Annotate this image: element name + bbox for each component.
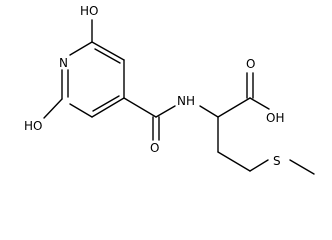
molecule-diagram: HO N HO O NH O OH S [24, 4, 315, 175]
atom-label-n-ring: N [59, 56, 68, 70]
atom-label-oh-top: HO [80, 4, 98, 18]
bond-n-c2 [69, 41, 93, 56]
bond-c4-c5 [91, 97, 125, 118]
bond-c2-c3 [91, 41, 125, 61]
bond-c5-c6 [69, 103, 93, 118]
bond-c4-c5-double [92, 95, 120, 112]
bond-calpha-cacid [217, 97, 251, 118]
bond-n-calpha [199, 105, 219, 118]
atom-label-nh: NH [177, 94, 195, 108]
bond-s-cmethyl [289, 159, 315, 175]
bond-c2-c3-double [94, 48, 121, 64]
atom-label-o-amide: O [150, 141, 159, 155]
bond-cacid-oh [249, 97, 270, 110]
bond-cgamma-s [249, 159, 269, 172]
bond-camide-n [155, 105, 176, 118]
bond-c4-camide [123, 97, 157, 118]
atom-label-oh-acid: OH [266, 111, 284, 125]
atom-label-oh-bottom: HO [24, 119, 42, 133]
atom-label-o-acid: O [246, 57, 255, 71]
bond-cbeta-cgamma [217, 151, 251, 172]
bond-c6-oh [43, 98, 63, 119]
atom-label-s: S [273, 154, 281, 168]
